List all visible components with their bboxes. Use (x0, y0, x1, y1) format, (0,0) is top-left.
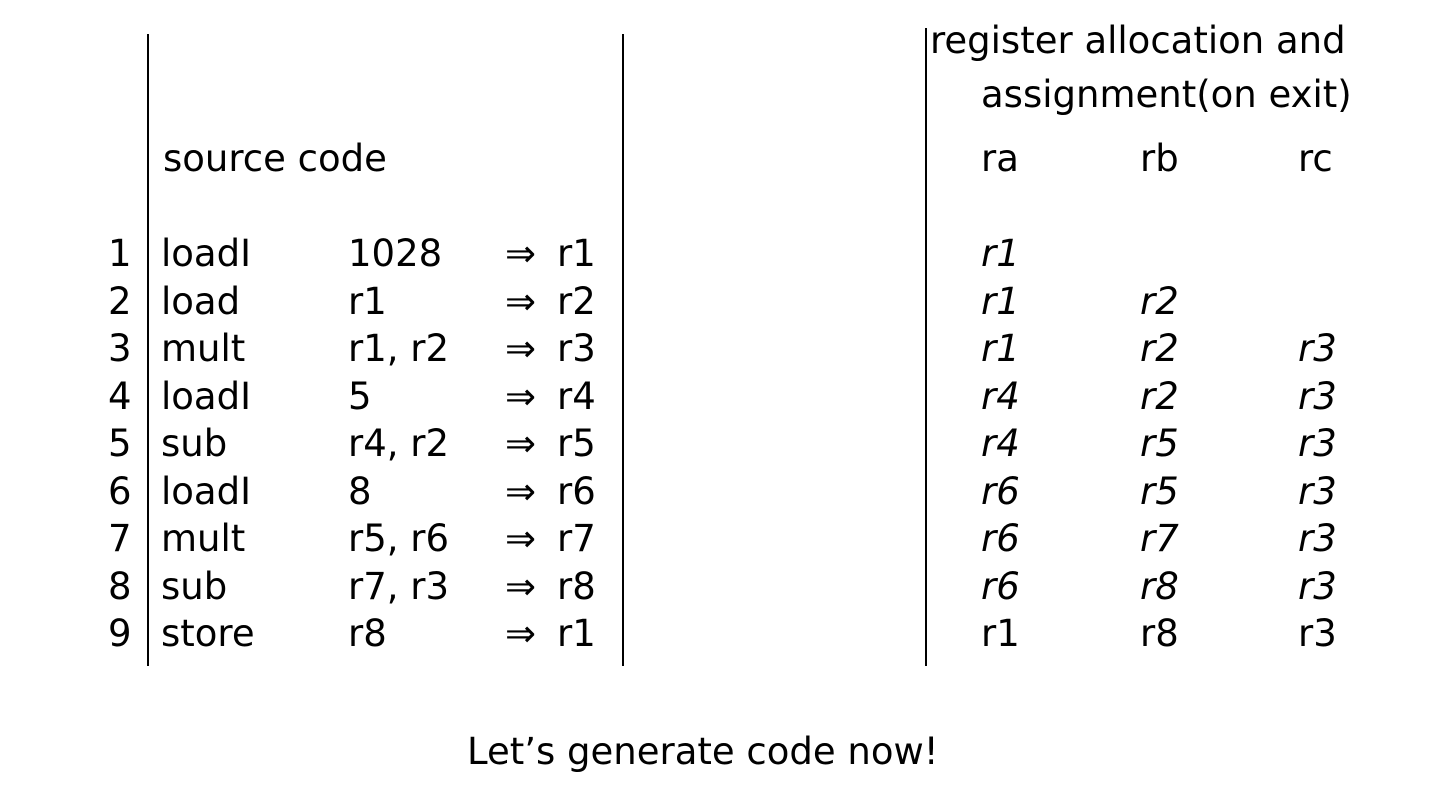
opcode: loadI (161, 374, 251, 418)
operands: r4, r2 (348, 422, 450, 465)
operands: r7, r3 (348, 564, 450, 608)
opcode: sub (161, 564, 228, 608)
operands: r5, r6 (348, 517, 450, 560)
line-number: 2 (108, 279, 132, 323)
alloc-rc: r3 (1298, 422, 1337, 465)
destination-register: r5 (557, 422, 596, 465)
alloc-rb: r7 (1140, 517, 1179, 560)
operands: r1 (348, 279, 387, 323)
register-label-ra: ra (981, 137, 1019, 180)
destination-register: r1 (557, 232, 596, 275)
alloc-rb: r5 (1140, 422, 1179, 465)
alloc-rc: r3 (1298, 374, 1337, 418)
arrow-icon: ⇒ (505, 469, 537, 513)
line-number: 5 (108, 422, 132, 465)
alloc-rb: r2 (1140, 327, 1179, 370)
alloc-ra: r1 (981, 279, 1020, 323)
arrow-icon: ⇒ (505, 564, 537, 608)
arrow-icon: ⇒ (505, 279, 537, 323)
operands: 5 (348, 374, 372, 418)
arrow-icon: ⇒ (505, 327, 537, 370)
alloc-ra: r4 (981, 422, 1020, 465)
operands: r1, r2 (348, 327, 450, 370)
allocation-header-line2: assignment(on exit) (981, 73, 1352, 116)
alloc-rc: r3 (1298, 469, 1337, 513)
arrow-icon: ⇒ (505, 612, 537, 655)
divider-line-numbers (147, 34, 149, 666)
alloc-rb: r8 (1140, 564, 1179, 608)
alloc-rb: r5 (1140, 469, 1179, 513)
opcode: sub (161, 422, 228, 465)
register-label-rc: rc (1298, 137, 1333, 180)
alloc-rc: r3 (1298, 327, 1337, 370)
opcode: loadI (161, 469, 251, 513)
alloc-rb: r2 (1140, 279, 1179, 323)
arrow-icon: ⇒ (505, 374, 537, 418)
opcode: mult (161, 327, 246, 370)
opcode: store (161, 612, 255, 655)
line-number: 6 (108, 469, 132, 513)
alloc-rc: r3 (1298, 612, 1337, 655)
opcode: mult (161, 517, 246, 560)
register-label-rb: rb (1140, 137, 1179, 180)
opcode: loadI (161, 232, 251, 275)
destination-register: r8 (557, 564, 596, 608)
opcode: load (161, 279, 241, 323)
destination-register: r3 (557, 327, 596, 370)
operands: r8 (348, 612, 387, 655)
destination-register: r4 (557, 374, 596, 418)
line-number: 9 (108, 612, 132, 655)
alloc-ra: r4 (981, 374, 1020, 418)
alloc-rb: r2 (1140, 374, 1179, 418)
arrow-icon: ⇒ (505, 517, 537, 560)
destination-register: r7 (557, 517, 596, 560)
arrow-icon: ⇒ (505, 422, 537, 465)
alloc-rc: r3 (1298, 564, 1337, 608)
alloc-rb: r8 (1140, 612, 1179, 655)
divider-source-code (622, 34, 624, 666)
line-number: 3 (108, 327, 132, 370)
alloc-ra: r1 (981, 327, 1020, 370)
alloc-ra: r6 (981, 517, 1020, 560)
destination-register: r1 (557, 612, 596, 655)
alloc-ra: r1 (981, 612, 1020, 655)
alloc-ra: r6 (981, 564, 1020, 608)
line-number: 7 (108, 517, 132, 560)
divider-allocation (925, 28, 927, 666)
source-code-heading: source code (163, 137, 387, 180)
operands: 1028 (348, 232, 443, 275)
allocation-header-line1: register allocation and (930, 19, 1346, 62)
line-number: 8 (108, 564, 132, 608)
destination-register: r6 (557, 469, 596, 513)
line-number: 4 (108, 374, 132, 418)
footer-text: Let’s generate code now! (467, 730, 939, 773)
alloc-ra: r6 (981, 469, 1020, 513)
alloc-rc: r3 (1298, 517, 1337, 560)
arrow-icon: ⇒ (505, 232, 537, 275)
line-number: 1 (108, 232, 132, 275)
destination-register: r2 (557, 279, 596, 323)
operands: 8 (348, 469, 372, 513)
alloc-ra: r1 (981, 232, 1020, 275)
